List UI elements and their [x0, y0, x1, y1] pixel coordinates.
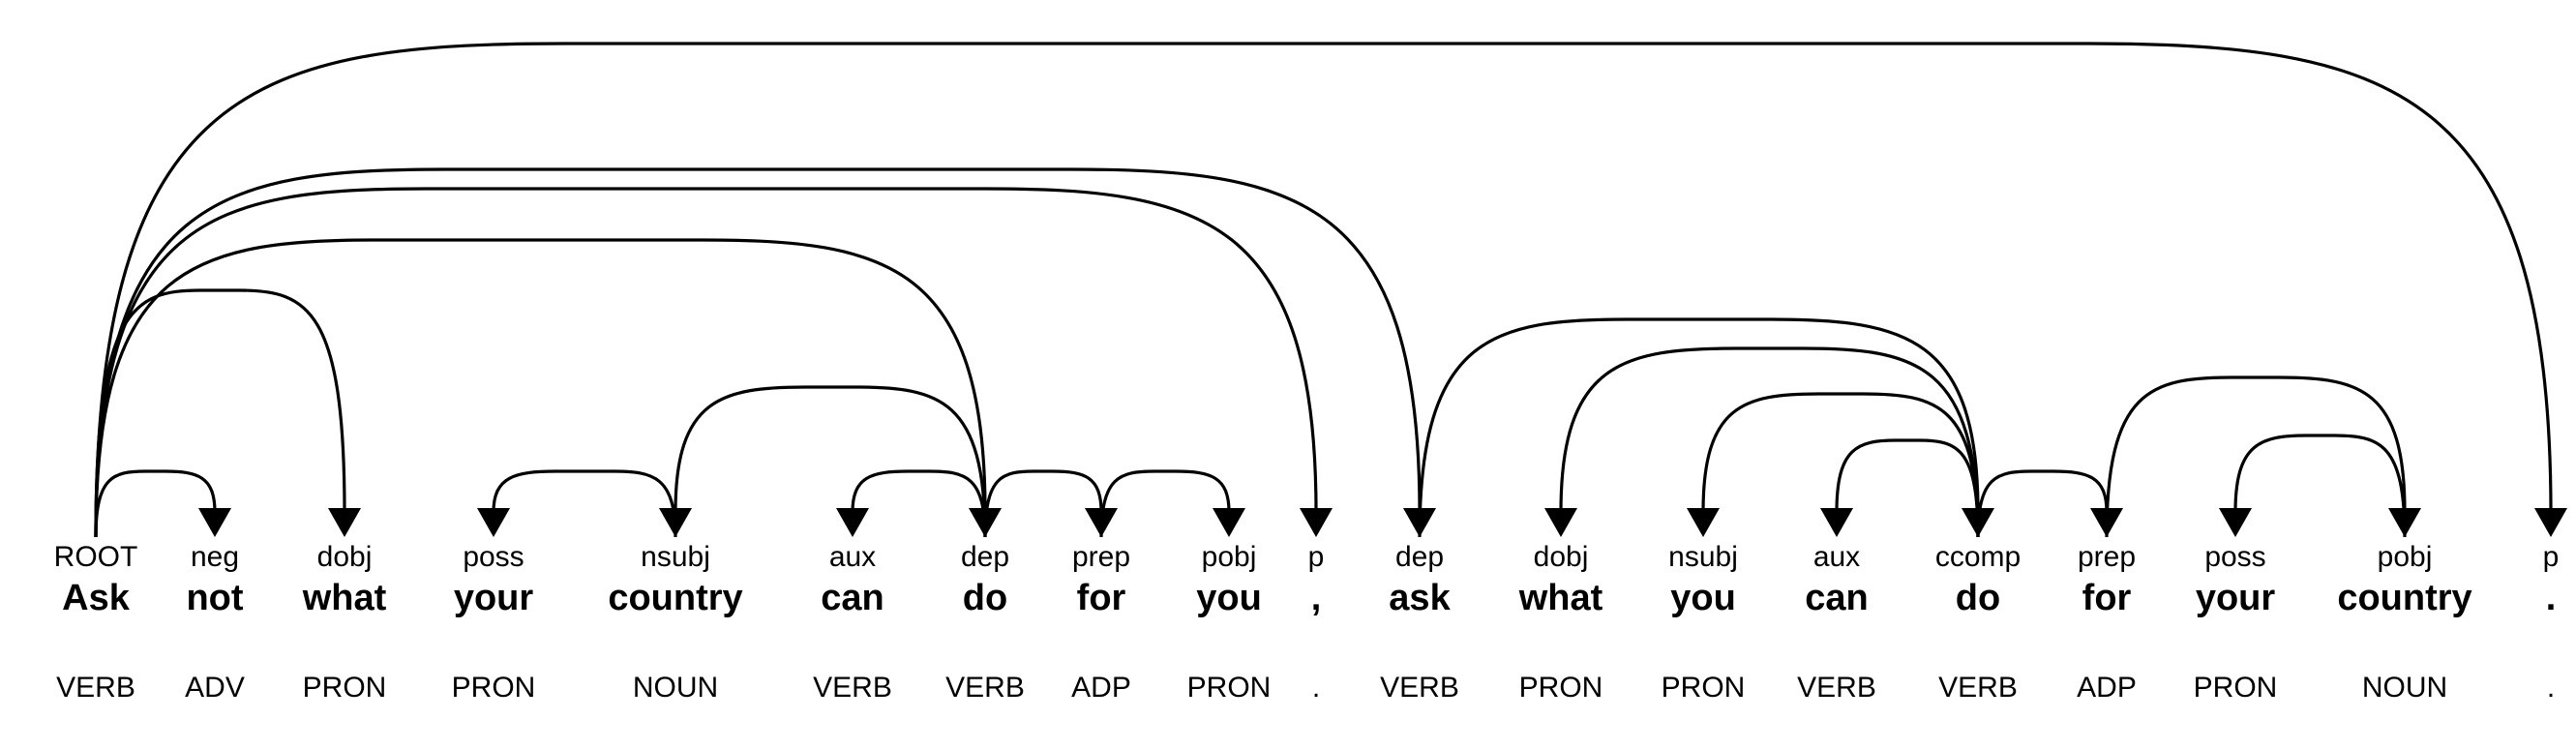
dependency-arc-aux [851, 469, 987, 538]
dep-label-11: dobj [1534, 541, 1589, 573]
arrow-head-icon [198, 508, 231, 537]
dependency-arc-p [94, 42, 2553, 538]
pos-tag-15: ADP [2077, 672, 2137, 704]
pos-tag-17: NOUN [2362, 672, 2447, 704]
token-word-4[interactable]: country [608, 578, 742, 618]
token-word-7[interactable]: for [1077, 578, 1126, 618]
arrow-head-icon [659, 508, 692, 537]
token-word-17[interactable]: country [2337, 578, 2471, 618]
dep-label-8: pobj [1202, 541, 1257, 573]
dep-label-0: ROOT [54, 541, 138, 573]
pos-tag-4: NOUN [633, 672, 718, 704]
arrow-head-icon [1687, 508, 1720, 537]
pos-tag-10: VERB [1380, 672, 1459, 704]
dependency-arc-prep [1976, 469, 2109, 538]
dep-label-15: prep [2078, 541, 2136, 573]
dep-label-1: neg [191, 541, 239, 573]
pos-tag-14: VERB [1938, 672, 2018, 704]
pos-tag-13: VERB [1797, 672, 1876, 704]
token-word-13[interactable]: can [1805, 578, 1868, 618]
dep-label-13: aux [1813, 541, 1860, 573]
dependency-arc-pobj [2105, 375, 2407, 538]
pos-tag-2: PRON [303, 672, 387, 704]
pos-tag-5: VERB [813, 672, 892, 704]
arrow-head-icon [477, 508, 510, 537]
token-word-2[interactable]: what [302, 578, 387, 618]
token-word-8[interactable]: you [1196, 578, 1262, 618]
dependency-arc-nsubj [1701, 392, 1980, 538]
dep-label-14: ccomp [1935, 541, 2021, 573]
dep-label-10: dep [1395, 541, 1444, 573]
pos-tag-6: VERB [945, 672, 1025, 704]
dep-label-9: p [1308, 541, 1325, 573]
token-word-18[interactable]: . [2546, 578, 2557, 618]
arrow-head-icon [1544, 508, 1577, 537]
dependency-arc-poss [2233, 434, 2407, 538]
dependency-arc-dep [94, 167, 1422, 538]
token-word-14[interactable]: do [1956, 578, 2000, 618]
dep-label-4: nsubj [641, 541, 710, 573]
arrow-head-icon [2388, 508, 2421, 537]
dependency-arc-dobj [94, 288, 346, 538]
pos-tag-1: ADV [185, 672, 245, 704]
dependency-arc-neg [94, 469, 217, 538]
token-word-10[interactable]: ask [1389, 578, 1451, 618]
token-word-16[interactable]: your [2196, 578, 2276, 618]
pos-tag-18: . [2547, 672, 2555, 704]
token-word-11[interactable]: what [1518, 578, 1603, 618]
pos-tag-16: PRON [2194, 672, 2278, 704]
dependency-arc-nsubj [674, 385, 987, 538]
dep-label-17: pobj [2378, 541, 2433, 573]
arrow-head-icon [2534, 508, 2567, 537]
pos-tag-11: PRON [1519, 672, 1603, 704]
pos-tag-0: VERB [56, 672, 135, 704]
pos-tag-9: . [1312, 672, 1320, 704]
arcs-group [94, 42, 2567, 538]
dep-label-6: dep [961, 541, 1009, 573]
arrow-head-icon [836, 508, 869, 537]
dep-label-18: p [2543, 541, 2560, 573]
dependency-arc-poss [492, 469, 677, 538]
dependency-arc-dobj [1559, 346, 1980, 538]
token-word-5[interactable]: can [821, 578, 884, 618]
arrow-head-icon [1820, 508, 1853, 537]
arrow-head-icon [1213, 508, 1245, 537]
arrow-head-icon [1300, 508, 1333, 537]
dependency-arc-aux [1835, 438, 1980, 538]
dependency-arc-dep [94, 238, 987, 538]
token-word-3[interactable]: your [454, 578, 534, 618]
arrow-head-icon [2219, 508, 2252, 537]
token-word-0[interactable]: Ask [62, 578, 131, 618]
dep-label-3: poss [463, 541, 524, 573]
pos-tag-7: ADP [1071, 672, 1131, 704]
token-word-15[interactable]: for [2082, 578, 2132, 618]
pos-tag-12: PRON [1662, 672, 1746, 704]
dependency-arc-ccomp [1418, 317, 1980, 538]
dep-label-12: nsubj [1668, 541, 1738, 573]
dep-label-7: prep [1072, 541, 1130, 573]
token-word-1[interactable]: not [186, 578, 243, 618]
token-word-6[interactable]: do [963, 578, 1007, 618]
dep-label-16: poss [2204, 541, 2265, 573]
dep-label-2: dobj [317, 541, 373, 573]
pos-tag-8: PRON [1187, 672, 1272, 704]
dep-label-5: aux [829, 541, 876, 573]
dependency-arc-prep [983, 469, 1103, 538]
pos-tag-3: PRON [452, 672, 536, 704]
token-word-12[interactable]: you [1670, 578, 1736, 618]
token-word-9[interactable]: , [1311, 578, 1322, 618]
arrow-head-icon [328, 508, 361, 537]
dependency-arc-pobj [1099, 469, 1231, 538]
dependency-arc-p [94, 187, 1318, 538]
